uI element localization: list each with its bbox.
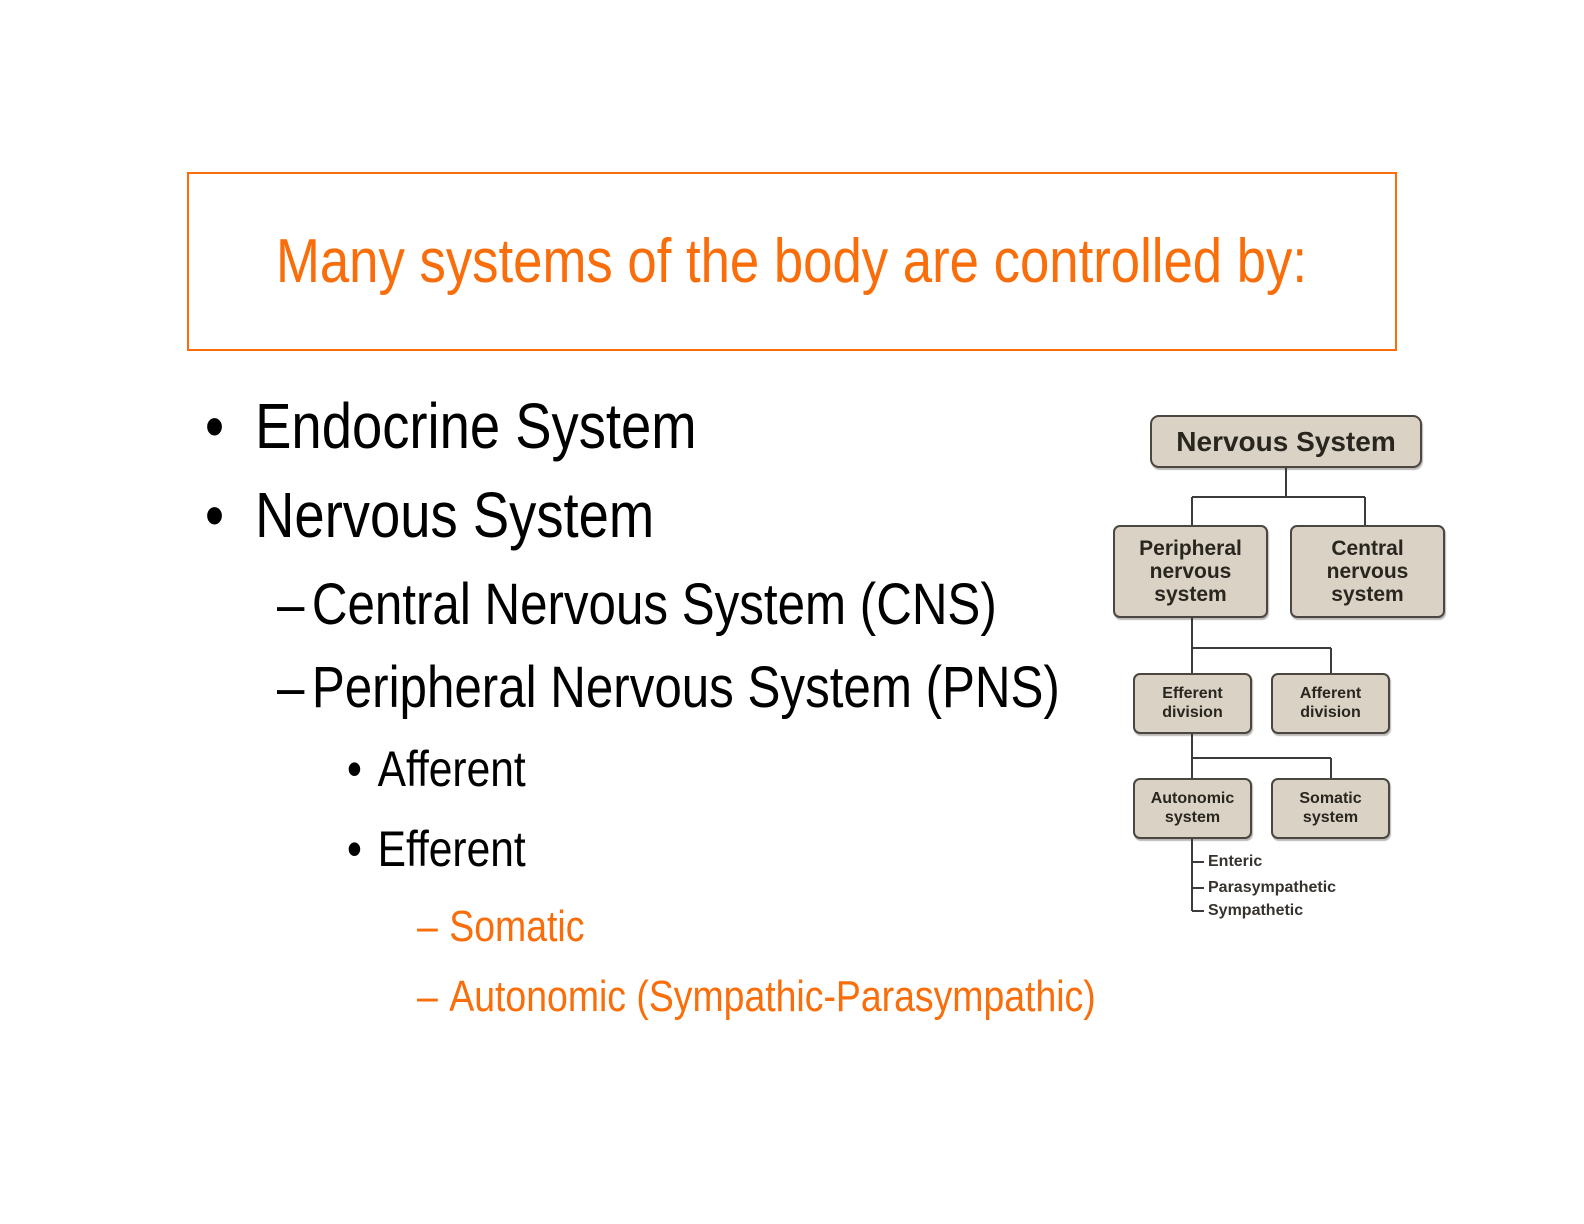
bullet-marker: • — [205, 390, 225, 462]
bullet-somatic: –Somatic — [417, 905, 584, 949]
diagram-box-efferent-division: Efferent division — [1133, 673, 1252, 734]
diagram-leaf-sympathetic: Sympathetic — [1208, 902, 1304, 919]
diagram-box-central-nervous-system: Central nervous system — [1290, 525, 1445, 618]
diagram-box-label: Peripheral nervous system — [1139, 536, 1242, 607]
diagram-box-afferent-division: Afferent division — [1271, 673, 1390, 734]
dash-marker: – — [277, 572, 305, 637]
diagram-box-label: Afferent division — [1299, 684, 1362, 721]
bullet-nervous-system: •Nervous System — [205, 483, 654, 547]
bullet-text: Afferent — [377, 741, 526, 797]
bullet-autonomic: –Autonomic (Sympathic-Parasympathic) — [417, 975, 1096, 1019]
diagram-box-label: Somatic system — [1299, 789, 1362, 826]
bullet-text: Nervous System — [255, 479, 655, 551]
bullet-text: Efferent — [377, 821, 526, 877]
bullet-marker: • — [347, 741, 362, 797]
diagram-box-label: Autonomic system — [1150, 789, 1235, 826]
bullet-afferent: • Afferent — [347, 744, 526, 794]
diagram-box-label: Nervous System — [1176, 425, 1396, 457]
bullet-text: Somatic — [449, 902, 585, 951]
bullet-text: Endocrine System — [255, 390, 697, 462]
bullet-central-nervous-system: –Central Nervous System (CNS) — [277, 576, 997, 634]
bullet-text: Peripheral Nervous System (PNS) — [311, 655, 1060, 720]
diagram-leaf-parasympathetic: Parasympathetic — [1208, 879, 1337, 896]
bullet-efferent: • Efferent — [347, 824, 526, 874]
diagram-leaf-enteric: Enteric — [1208, 853, 1263, 870]
diagram-box-peripheral-nervous-system: Peripheral nervous system — [1113, 525, 1268, 618]
dash-marker: – — [417, 972, 438, 1021]
bullet-text: Central Nervous System (CNS) — [311, 572, 997, 637]
diagram-box-label: Central nervous system — [1326, 536, 1409, 607]
dash-marker: – — [417, 902, 438, 951]
diagram-box-somatic-system: Somatic system — [1271, 778, 1390, 839]
bullet-marker: • — [205, 479, 225, 551]
diagram-box-nervous-system: Nervous System — [1150, 415, 1422, 468]
bullet-peripheral-nervous-system: –Peripheral Nervous System (PNS) — [277, 659, 1060, 717]
title-box: Many systems of the body are controlled … — [187, 172, 1397, 351]
bullet-marker: • — [347, 821, 362, 877]
diagram-box-autonomic-system: Autonomic system — [1133, 778, 1252, 839]
diagram-box-label: Efferent division — [1162, 684, 1223, 721]
diagram-connectors — [1191, 467, 1366, 912]
dash-marker: – — [277, 655, 305, 720]
slide-title: Many systems of the body are controlled … — [276, 226, 1308, 296]
bullet-text: Autonomic (Sympathic-Parasympathic) — [449, 972, 1096, 1021]
bullet-endocrine-system: •Endocrine System — [205, 394, 697, 458]
